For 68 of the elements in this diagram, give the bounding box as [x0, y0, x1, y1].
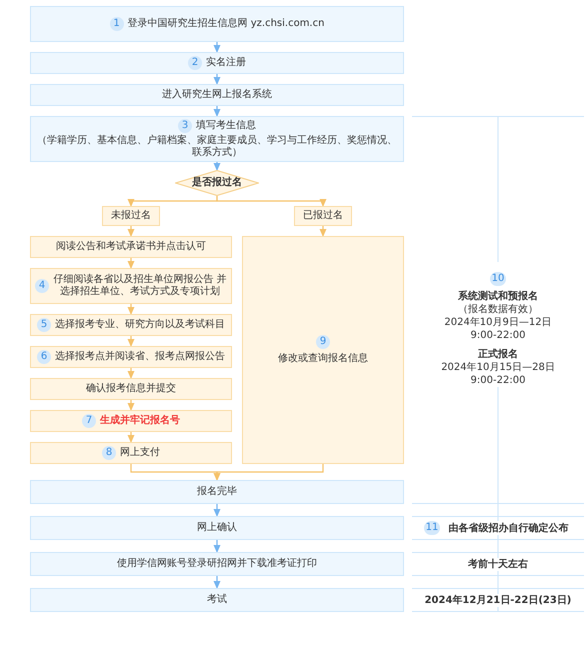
step-number-badge: 10	[490, 272, 506, 286]
arrow	[128, 304, 134, 315]
step-text: 确认报考信息并提交	[86, 383, 176, 395]
process-box	[30, 480, 404, 504]
step-number-badge: 7	[82, 414, 96, 428]
arrow	[216, 196, 326, 207]
step-number-badge: 8	[102, 446, 116, 460]
step-text: 生成并牢记报名号	[100, 415, 180, 427]
arrow	[214, 74, 220, 85]
process-box	[30, 346, 232, 368]
step-text: 报名完毕	[197, 486, 237, 498]
arrow	[214, 504, 220, 517]
process-box	[30, 236, 232, 258]
process-box	[30, 52, 404, 74]
process-box	[30, 516, 404, 540]
arrow	[128, 336, 134, 347]
step-text: 填写考生信息	[196, 120, 256, 132]
step-text: 考试	[207, 594, 227, 606]
step-number-badge: 5	[37, 318, 51, 332]
step-number-badge: 6	[37, 350, 51, 364]
arrow	[214, 464, 324, 481]
arrow	[128, 258, 134, 269]
process-box	[30, 378, 232, 400]
process-box	[102, 206, 160, 226]
step-text: 是否报过名	[192, 177, 242, 189]
step-number-badge: 9	[316, 335, 330, 349]
step-text: 进入研究生网上报名系统	[162, 89, 272, 101]
step-number-badge: 1	[110, 17, 124, 31]
process-box	[30, 588, 404, 612]
arrow	[320, 226, 326, 237]
decision-diamond	[175, 170, 259, 196]
step-number-badge: 11	[424, 521, 440, 535]
step-text: 修改或查询报名信息	[278, 353, 368, 365]
step-number-badge: 3	[178, 119, 192, 133]
step-text: 已报过名	[303, 210, 343, 222]
process-box	[30, 442, 232, 464]
arrow	[128, 400, 134, 411]
arrow	[214, 42, 220, 53]
arrow	[214, 106, 220, 117]
step-text: 未报过名	[111, 210, 151, 222]
step-text: 实名注册	[206, 57, 246, 69]
arrow	[214, 576, 220, 589]
process-box	[30, 116, 404, 162]
arrow	[128, 368, 134, 379]
process-box	[242, 236, 404, 464]
step-text: 网上确认	[197, 522, 237, 534]
arrow	[214, 162, 220, 171]
step-number-badge: 4	[35, 279, 49, 293]
arrow	[128, 432, 134, 443]
process-box	[30, 6, 404, 42]
step-text: 阅读公告和考试承诺书并点击认可	[56, 241, 206, 253]
arrow	[214, 540, 220, 553]
step-text: 登录中国研究生招生信息网 yz.chsi.com.cn	[128, 18, 324, 30]
process-box	[294, 206, 352, 226]
arrow	[128, 226, 134, 237]
step-text: 使用学信网账号登录研招网并下载准考证打印	[117, 558, 317, 570]
step-number-badge: 2	[188, 56, 202, 70]
process-box	[30, 268, 232, 304]
arrow	[128, 196, 218, 207]
step-text: 选择报考点并阅读省、报考点网报公告	[55, 351, 225, 363]
step-text: 选择报考专业、研究方向以及考试科目	[55, 319, 225, 331]
process-box	[30, 410, 232, 432]
process-box	[30, 84, 404, 106]
process-box	[30, 314, 232, 336]
step-text: 仔细阅读各省以及招生单位网报公告 并选择招生单位、考试方式及专项计划	[53, 274, 227, 298]
step-text: 网上支付	[120, 447, 160, 459]
step-detail-text: （学籍学历、基本信息、户籍档案、家庭主要成员、学习与工作经历、奖惩情况、联系方式）	[36, 135, 398, 159]
process-box	[30, 552, 404, 576]
